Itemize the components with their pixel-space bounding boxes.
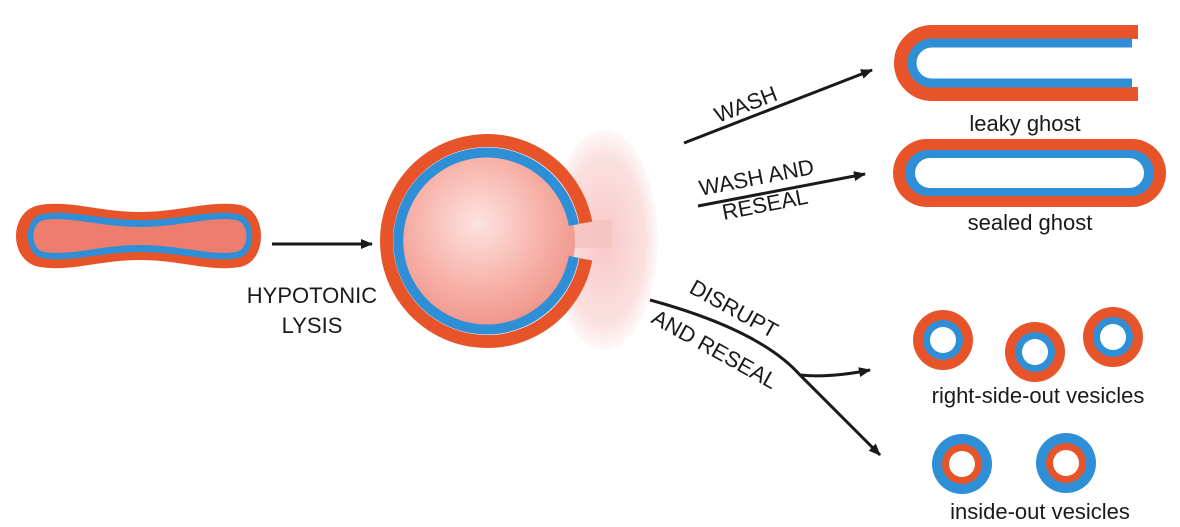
right-side-out-vesicles bbox=[913, 307, 1143, 382]
inside-out-vesicle bbox=[932, 434, 992, 494]
hypotonic-label-line1: HYPOTONIC bbox=[247, 283, 378, 308]
leaky-ghost-inner-membrane bbox=[912, 43, 1132, 83]
right-side-out-vesicle bbox=[1005, 322, 1065, 382]
inside-out-vesicle bbox=[1036, 433, 1096, 493]
leaky-ghost bbox=[901, 32, 1138, 94]
sealed-ghost-caption: sealed ghost bbox=[968, 210, 1093, 235]
leaky-ghost-caption: leaky ghost bbox=[969, 111, 1080, 136]
wash-label: WASH bbox=[711, 81, 781, 128]
lysed-ghost-cell bbox=[387, 141, 586, 342]
intact-red-blood-cell bbox=[16, 204, 261, 268]
right-side-out-vesicle bbox=[913, 310, 973, 370]
hypotonic-lysis-label: HYPOTONIC LYSIS bbox=[247, 283, 378, 338]
inside-out-caption: inside-out vesicles bbox=[950, 499, 1130, 524]
sealed-ghost-lumen bbox=[915, 158, 1144, 188]
right-side-out-caption: right-side-out vesicles bbox=[932, 383, 1145, 408]
inside-out-vesicles bbox=[932, 433, 1096, 494]
hypotonic-label-line2: LYSIS bbox=[282, 313, 343, 338]
right-side-out-vesicle bbox=[1083, 307, 1143, 367]
sealed-ghost bbox=[893, 139, 1166, 207]
disrupt-branch-curve bbox=[800, 370, 870, 376]
